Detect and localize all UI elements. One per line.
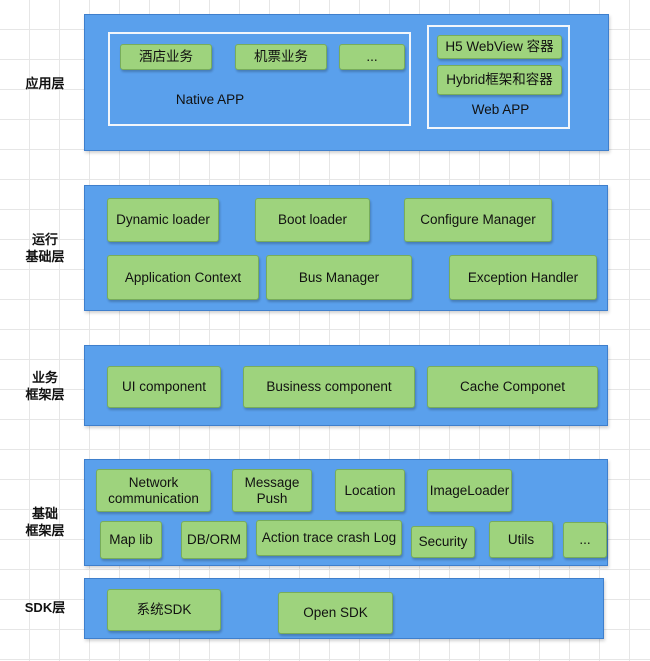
- runtime-layer: Dynamic loader Boot loader Configure Man…: [84, 185, 608, 311]
- business-component-box: Business component: [243, 366, 415, 408]
- layer-label-business-line1: 业务: [31, 370, 58, 385]
- configure-manager-box: Configure Manager: [404, 198, 552, 242]
- cache-component-box: Cache Componet: [427, 366, 598, 408]
- hotel-business-box: 酒店业务: [120, 44, 212, 70]
- sdk-layer: 系统SDK Open SDK: [84, 578, 604, 639]
- web-app-caption: Web APP: [471, 102, 530, 117]
- open-sdk-box: Open SDK: [278, 592, 393, 634]
- imageloader-box: ImageLoader: [427, 469, 512, 512]
- hybrid-framework-box: Hybrid框架和容器: [437, 65, 562, 95]
- bus-manager-box: Bus Manager: [266, 255, 412, 300]
- layer-label-business: 业务 框架层: [0, 369, 90, 403]
- layer-label-foundation-line1: 基础: [31, 506, 58, 521]
- layer-label-foundation: 基础 框架层: [0, 505, 90, 539]
- h5-webview-box: H5 WebView 容器: [437, 35, 562, 59]
- app-layer: 酒店业务 机票业务 ... Native APP H5 WebView 容器 H…: [84, 14, 609, 151]
- foundation-layer: Network communication Message Push Locat…: [84, 459, 608, 566]
- exception-handler-box: Exception Handler: [449, 255, 597, 300]
- native-app-group: 酒店业务 机票业务 ... Native APP: [108, 32, 411, 126]
- dynamic-loader-box: Dynamic loader: [107, 198, 219, 242]
- db-orm-box: DB/ORM: [181, 521, 247, 559]
- layer-label-sdk: SDK层: [24, 600, 66, 615]
- application-context-box: Application Context: [107, 255, 259, 300]
- web-app-group: H5 WebView 容器 Hybrid框架和容器 Web APP: [427, 25, 570, 129]
- network-communication-box: Network communication: [96, 469, 211, 512]
- ui-component-box: UI component: [107, 366, 221, 408]
- layer-label-foundation-line2: 框架层: [25, 523, 65, 538]
- security-box: Security: [411, 526, 475, 558]
- message-push-box: Message Push: [232, 469, 312, 512]
- layer-label-app: 应用层: [25, 76, 65, 91]
- action-trace-crash-log-box: Action trace crash Log: [256, 520, 402, 556]
- business-layer: UI component Business component Cache Co…: [84, 345, 608, 426]
- boot-loader-box: Boot loader: [255, 198, 370, 242]
- layer-label-runtime-line2: 基础层: [25, 249, 65, 264]
- system-sdk-box: 系统SDK: [107, 589, 221, 631]
- utils-box: Utils: [489, 521, 553, 558]
- flight-business-box: 机票业务: [235, 44, 327, 70]
- layer-label-runtime: 运行 基础层: [0, 231, 90, 265]
- native-app-caption: Native APP: [175, 92, 245, 107]
- more-utils-box: ...: [563, 522, 607, 558]
- location-box: Location: [335, 469, 405, 512]
- layer-label-runtime-line1: 运行: [31, 232, 58, 247]
- map-lib-box: Map lib: [100, 521, 162, 559]
- more-business-box: ...: [339, 44, 405, 70]
- layer-label-business-line2: 框架层: [25, 387, 65, 402]
